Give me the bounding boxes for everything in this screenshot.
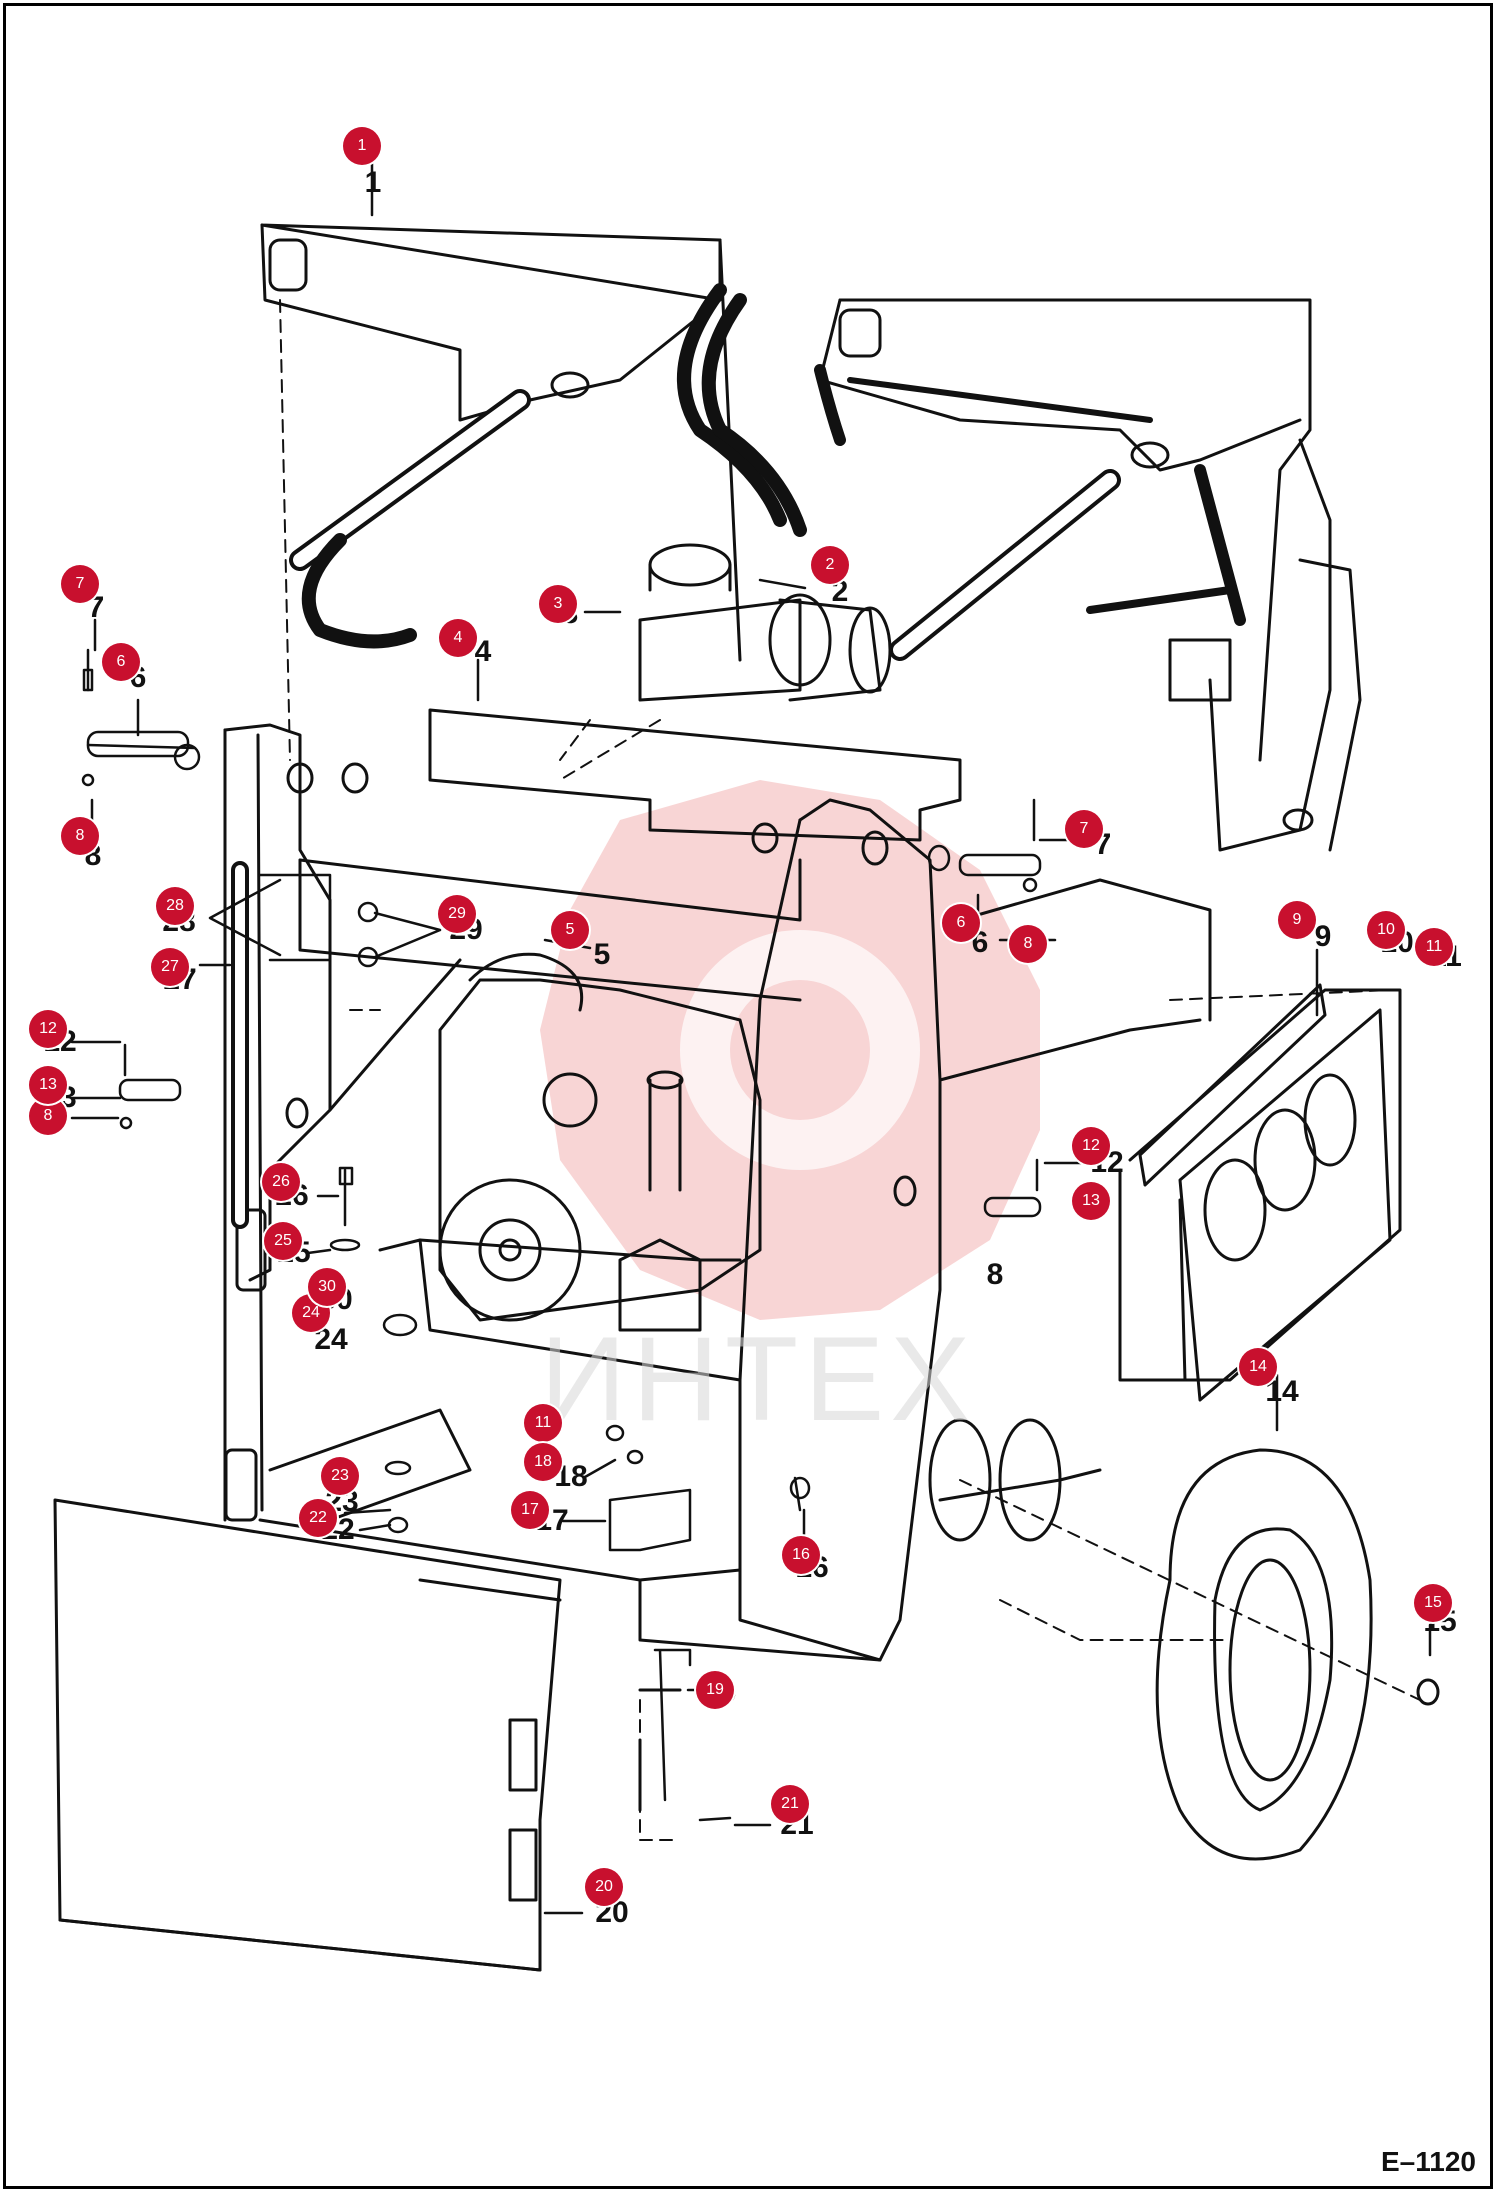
part-callout-marker[interactable]: 12: [29, 1010, 67, 1048]
part-callout-marker[interactable]: 15: [1414, 1584, 1452, 1622]
part-callout-marker[interactable]: 5: [551, 911, 589, 949]
drawing-frame: [3, 3, 1493, 2189]
part-callout-marker[interactable]: 21: [771, 1785, 809, 1823]
part-callout-marker[interactable]: 6: [942, 904, 980, 942]
bucket: [53, 1498, 682, 1972]
watermark-emblem: [540, 780, 1040, 1320]
part-number-label: 6: [971, 926, 989, 959]
part-callout-marker[interactable]: 1: [343, 127, 381, 165]
part-callout-marker[interactable]: 19: [696, 1671, 734, 1709]
part-callout-marker[interactable]: 13: [29, 1066, 67, 1104]
part-callout-marker[interactable]: 4: [439, 619, 477, 657]
part-number-label: 1: [364, 166, 382, 199]
main-chassis: [223, 723, 1212, 1662]
watermark-text: ИНТЕХ: [540, 1312, 977, 1446]
part-callout-marker[interactable]: 11: [524, 1404, 562, 1442]
part-number-label: 8: [986, 1258, 1004, 1291]
part-callout-marker[interactable]: 30: [308, 1268, 346, 1306]
part-number-label: 9: [1314, 920, 1332, 953]
part-callout-marker[interactable]: 7: [61, 565, 99, 603]
rear-panel: [1118, 983, 1402, 1402]
part-callout-marker[interactable]: 8: [1009, 925, 1047, 963]
part-callout-marker[interactable]: 2: [811, 546, 849, 584]
part-callout-marker[interactable]: 18: [524, 1443, 562, 1481]
part-callout-marker[interactable]: 6: [102, 643, 140, 681]
part-callout-marker[interactable]: 25: [264, 1222, 302, 1260]
lift-arm-assembly: [260, 223, 1362, 852]
part-callout-marker[interactable]: 14: [1239, 1348, 1277, 1386]
part-callout-marker[interactable]: 16: [782, 1536, 820, 1574]
part-callout-marker[interactable]: 17: [511, 1491, 549, 1529]
part-callout-marker[interactable]: 3: [539, 585, 577, 623]
part-callout-marker[interactable]: 29: [438, 895, 476, 933]
part-callout-marker[interactable]: 23: [321, 1457, 359, 1495]
filter-assembly: [638, 543, 892, 702]
part-callout-marker[interactable]: 9: [1278, 901, 1316, 939]
drawing-reference-number: E–1120: [1381, 2146, 1476, 2177]
cover-plate: [428, 708, 962, 842]
part-callout-marker[interactable]: 8: [61, 817, 99, 855]
part-number-label: 7: [87, 591, 105, 624]
part-callout-marker[interactable]: 27: [151, 948, 189, 986]
part-callout-marker[interactable]: 11: [1415, 928, 1453, 966]
part-number-label: 5: [593, 938, 611, 971]
engine: [438, 952, 762, 1332]
part-callout-marker[interactable]: 12: [1072, 1127, 1110, 1165]
part-number-label: 4: [474, 635, 492, 668]
part-callout-marker[interactable]: 20: [585, 1868, 623, 1906]
part-number-label: 14: [1265, 1375, 1299, 1408]
part-callout-marker[interactable]: 28: [156, 887, 194, 925]
part-callout-marker[interactable]: 7: [1065, 810, 1103, 848]
assembly-dashed-lines: [279, 299, 1421, 1841]
part-number-label: 2: [831, 575, 849, 608]
part-callout-marker[interactable]: 26: [262, 1163, 300, 1201]
part-callout-marker[interactable]: 22: [299, 1499, 337, 1537]
wheel: [928, 1418, 1440, 1861]
part-callout-marker[interactable]: 13: [1072, 1182, 1110, 1220]
leader-lines: [70, 159, 1432, 1915]
part-callout-marker[interactable]: 24: [292, 1294, 330, 1332]
part-callout-marker[interactable]: 10: [1367, 911, 1405, 949]
